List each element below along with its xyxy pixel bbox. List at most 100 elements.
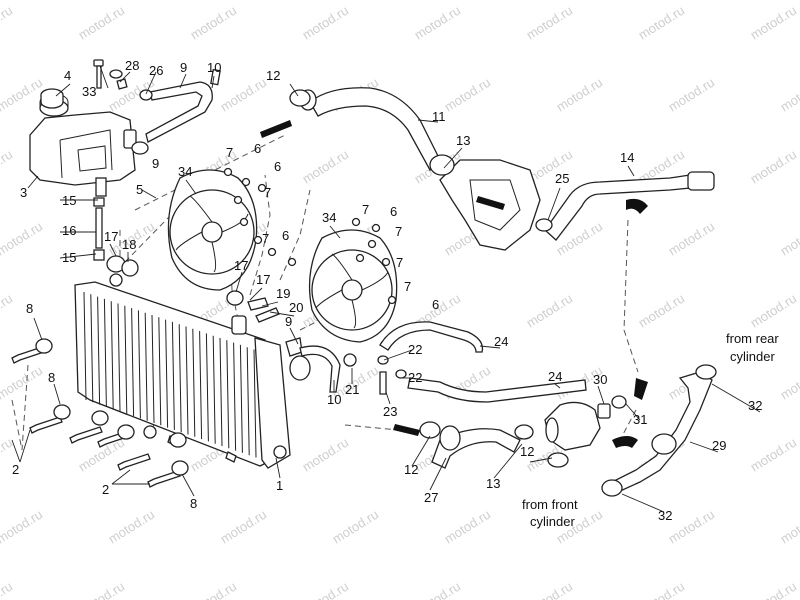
overflow-hose-upper xyxy=(131,68,221,155)
fastener xyxy=(287,257,297,267)
callout-31: 31 xyxy=(633,412,647,427)
watermark-text: motod.ru xyxy=(666,219,717,259)
radiator-fin xyxy=(253,349,257,458)
leader-line xyxy=(417,119,439,123)
watermark-text: motod.ru xyxy=(412,3,463,43)
filler-cap xyxy=(40,88,64,109)
watermark-text: motod.ru xyxy=(0,291,15,331)
leader-line xyxy=(99,65,109,89)
leader-line xyxy=(19,429,31,463)
callout-2: 2 xyxy=(102,482,109,497)
leader-line xyxy=(179,73,187,89)
leader-line xyxy=(249,287,263,301)
watermark-text: motod.ru xyxy=(188,3,239,43)
watermark-text: motod.ru xyxy=(0,507,45,547)
leader-line xyxy=(329,225,341,239)
callout-17: 17 xyxy=(256,272,270,287)
leader-line xyxy=(689,441,719,453)
radiator-fin xyxy=(124,305,128,414)
watermark-text: motod.ru xyxy=(412,579,463,600)
watermark-text: motod.ru xyxy=(300,147,351,187)
radiator-fin xyxy=(97,296,101,405)
callout-19: 19 xyxy=(276,286,290,301)
radiator-fin xyxy=(233,342,237,451)
tank-screw xyxy=(93,59,104,89)
callout-12: 12 xyxy=(404,462,418,477)
watermark-text: motod.ru xyxy=(636,3,687,43)
leader-line xyxy=(119,71,131,83)
fan-right xyxy=(308,229,398,343)
fastener xyxy=(387,295,397,305)
clamp-13-lower xyxy=(514,424,534,440)
callout-12: 12 xyxy=(266,68,280,83)
watermark-text: motod.ru xyxy=(0,75,45,115)
watermark-text: motod.ru xyxy=(748,3,799,43)
radiator xyxy=(74,273,291,469)
watermark-text: motod.ru xyxy=(442,75,493,115)
watermark-text: motod.ru xyxy=(188,579,239,600)
callout-7: 7 xyxy=(404,279,411,294)
note-front-line1: from front xyxy=(522,497,578,512)
callout-25: 25 xyxy=(555,171,569,186)
callout-17: 17 xyxy=(234,258,248,273)
washer xyxy=(53,404,71,420)
note-rear-line1: from rear xyxy=(726,331,779,346)
watermark-text: motod.ru xyxy=(300,579,351,600)
callout-22: 22 xyxy=(408,370,422,385)
crossover-pipe xyxy=(535,171,715,241)
callout-32: 32 xyxy=(658,508,672,523)
leader-line xyxy=(59,253,97,259)
leader-line xyxy=(27,175,39,189)
leader-line xyxy=(269,311,295,317)
thermostat-30 xyxy=(544,401,611,468)
fastener xyxy=(241,177,251,187)
leader-line xyxy=(289,327,299,345)
note-rear-line2: cylinder xyxy=(730,349,775,364)
washer xyxy=(171,460,189,476)
radiator-fin xyxy=(192,328,196,437)
leader-line xyxy=(289,83,299,97)
callout-6: 6 xyxy=(390,204,397,219)
callout-14: 14 xyxy=(620,150,634,165)
leader-line xyxy=(55,83,71,97)
fastener xyxy=(239,217,249,227)
radiator-fin xyxy=(117,303,121,412)
tank-grommet xyxy=(109,69,128,90)
callout-15: 15 xyxy=(62,250,76,265)
callout-11: 11 xyxy=(432,109,446,124)
radiator-fin xyxy=(212,335,216,444)
leader-line xyxy=(33,317,43,341)
watermark-text: motod.ru xyxy=(300,435,351,475)
leader-line xyxy=(554,383,561,389)
leader-line xyxy=(627,165,635,177)
note-front-line2: cylinder xyxy=(530,514,575,529)
watermark-text: motod.ru xyxy=(218,75,269,115)
washer xyxy=(169,432,187,448)
washer xyxy=(35,338,53,354)
callout-9: 9 xyxy=(152,156,159,171)
callout-2: 2 xyxy=(12,462,19,477)
watermark-text: motod.ru xyxy=(748,291,799,331)
callout-9: 9 xyxy=(285,314,292,329)
fastener xyxy=(223,167,233,177)
callout-7: 7 xyxy=(395,224,402,239)
callout-leaders xyxy=(11,65,761,513)
fastener xyxy=(233,195,243,205)
callout-6: 6 xyxy=(432,297,439,312)
callout-12: 12 xyxy=(520,444,534,459)
callout-1: 1 xyxy=(276,478,283,493)
callout-labels: 1 2 2 3 4 5 6 6 6 6 6 7 7 7 7 7 7 7 8 8 … xyxy=(12,58,779,529)
watermark-text: motod.ru xyxy=(748,579,799,600)
leader-line xyxy=(621,493,665,513)
callout-33: 33 xyxy=(82,84,96,99)
radiator-bolts xyxy=(11,338,189,488)
callout-21: 21 xyxy=(345,382,359,397)
radiator-fin xyxy=(131,308,135,417)
callout-7: 7 xyxy=(262,231,269,246)
watermark-text: motod.ru xyxy=(524,3,575,43)
watermark-text: motod.ru xyxy=(748,435,799,475)
drain-tube xyxy=(93,197,105,261)
bolt xyxy=(29,416,63,434)
callout-26: 26 xyxy=(149,63,163,78)
callout-5: 5 xyxy=(136,182,143,197)
